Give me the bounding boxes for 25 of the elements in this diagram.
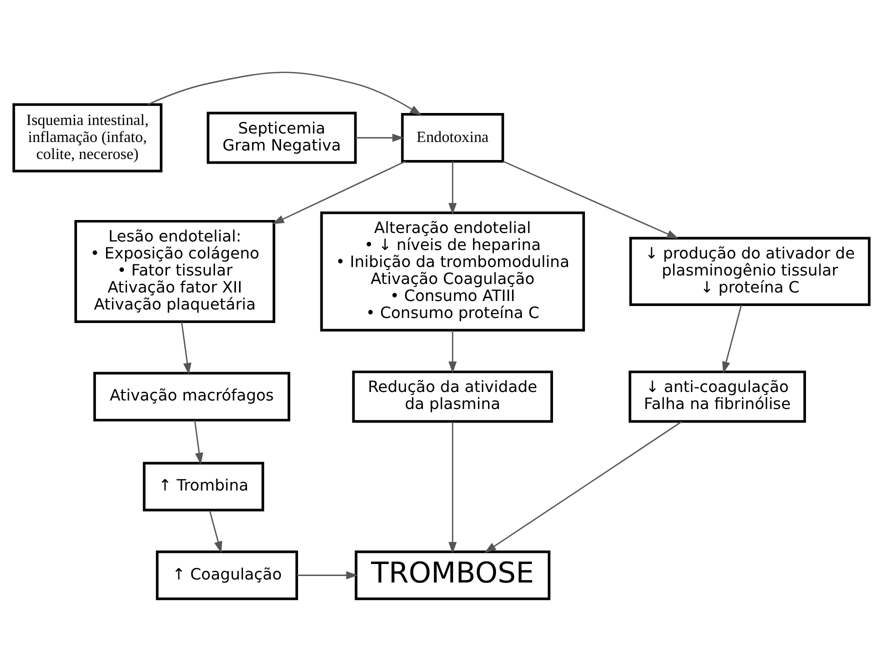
arrow: [484, 420, 682, 552]
node-box: TROMBOSE: [354, 550, 550, 600]
arrow: [502, 160, 679, 238]
node-box: ↓ produção do ativador de plasminogênio tissular ↓ proteína C: [629, 236, 871, 306]
arrow: [355, 133, 404, 142]
arrow: [448, 421, 457, 554]
arrow: [209, 510, 222, 553]
arrow: [448, 160, 457, 214]
node-box: Alteração endotelial • ↓ níveis de heparina • Inibição da trombomodulina Ativação Coagulação • Consumo ATIII • Consumo proteína C: [320, 210, 585, 331]
node-box: ↓ anti-coagulação Falha na fibrinólise: [628, 370, 806, 422]
arrow: [148, 71, 422, 115]
node-box: Lesão endotelial: • Exposição colágeno • Fator tissular Ativação fator XII Ativação plaquetária: [74, 219, 276, 322]
arrow: [272, 160, 406, 224]
arrow: [180, 321, 192, 374]
arrow: [194, 420, 204, 464]
node-box: ↑ Coagulação: [156, 550, 298, 600]
arrow: [722, 304, 742, 373]
node-box: Ativação macrófagos: [93, 371, 290, 421]
arrow: [448, 330, 457, 373]
node-box: ↑ Trombina: [142, 461, 264, 511]
node-box: Septicemia Gram Negativa: [206, 111, 357, 164]
node-box: Isquemia intestinal, inflamação (infato, colite, necerose): [12, 102, 162, 172]
arrow: [297, 570, 358, 579]
node-box: Redução da atividade da plasmina: [352, 370, 553, 422]
node-box: Endotoxina: [401, 112, 504, 162]
